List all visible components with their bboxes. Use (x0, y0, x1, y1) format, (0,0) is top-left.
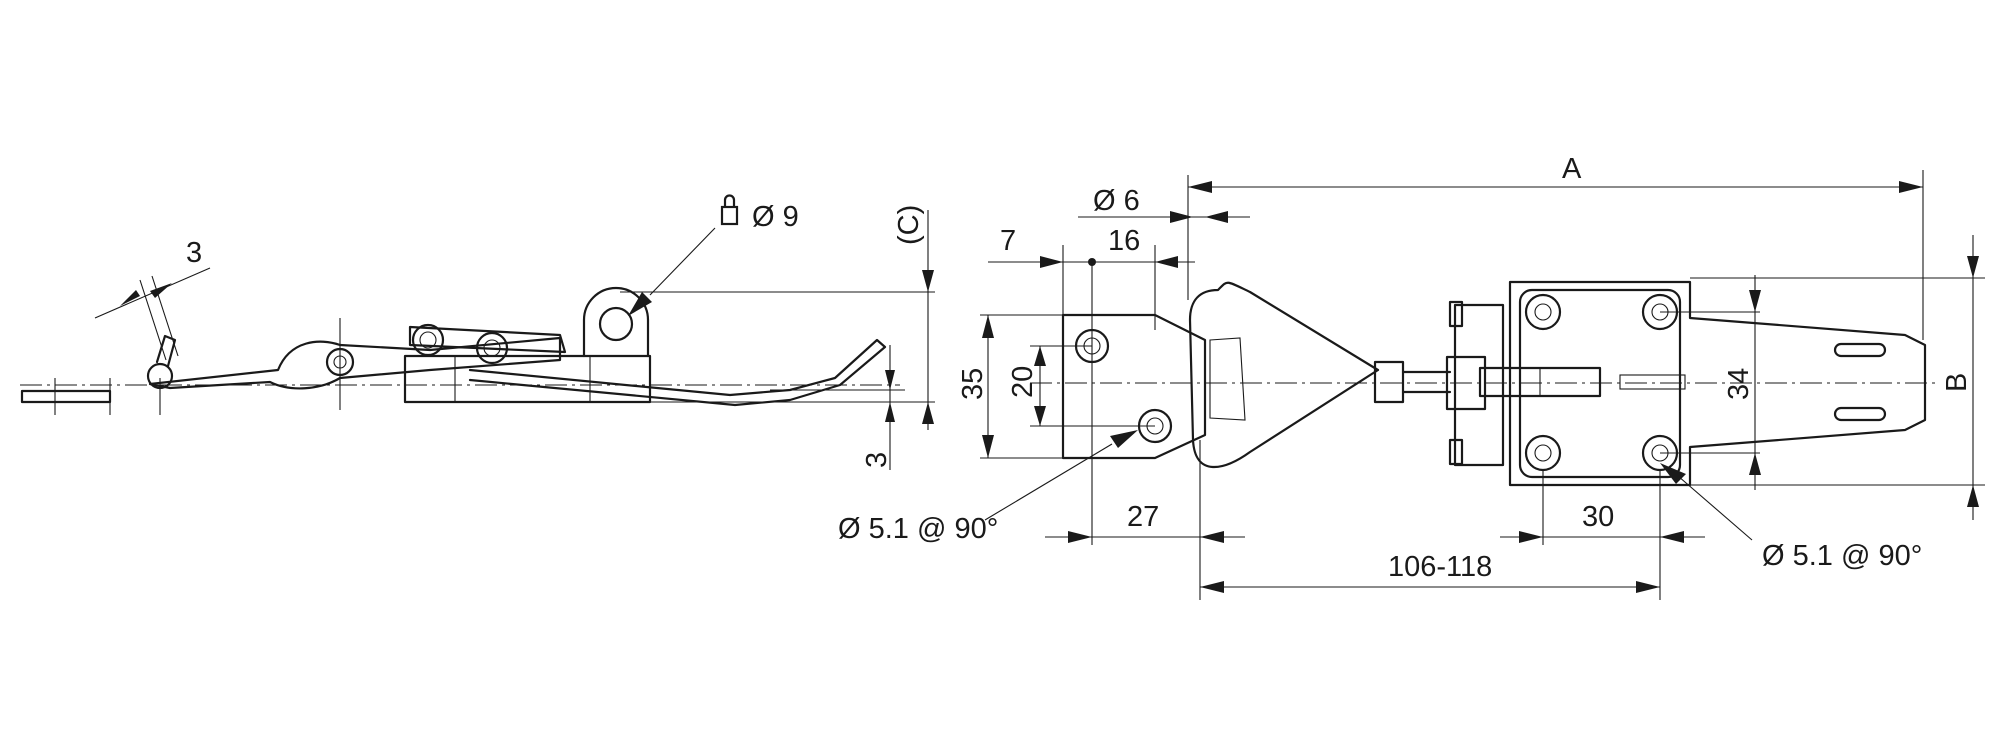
lock-lug (582, 286, 650, 358)
dim-strike-height: 35 (957, 368, 989, 400)
rod-clevis (1373, 360, 1405, 404)
latch-hole-bl (1524, 434, 1562, 472)
dim-clamp-height: (C) (893, 205, 925, 245)
slot-top (1833, 342, 1887, 358)
handle-lever (148, 336, 562, 390)
base-block (403, 354, 652, 404)
lock-hole (598, 306, 634, 342)
latch-hole-tl (1524, 293, 1562, 331)
dim-thickness-bottom: 3 (861, 452, 893, 468)
dim-strike-hole-offset: 27 (1127, 501, 1159, 533)
dim-mount-hole-left: Ø 5.1 @ 90° (838, 513, 998, 545)
dim-latch-hole-spacing: 30 (1582, 501, 1614, 533)
latch-base (1508, 280, 1927, 487)
hook-loop (1188, 281, 1380, 469)
dim-edge-offset: 7 (1000, 225, 1016, 257)
padlock-icon (720, 194, 739, 226)
slot-bottom (1833, 406, 1887, 422)
dim-hole-offset: 16 (1108, 225, 1140, 257)
top-view (1030, 280, 1935, 487)
dim-hole-spacing-v: 20 (1007, 366, 1039, 398)
dim-lock-hole: Ø 9 (752, 201, 799, 233)
dim-mount-hole-right: Ø 5.1 @ 90° (1762, 540, 1922, 572)
dim-base-width: B (1941, 373, 1973, 392)
strike-plate (1061, 313, 1207, 460)
top-view-dimensions: A Ø 6 7 16 35 20 Ø 5.1 @ 90° (838, 153, 1985, 600)
dim-overall-length: A (1562, 153, 1582, 185)
side-view-dimensions: 3 Ø 9 (C) 3 (94, 194, 934, 470)
dim-adjust-range: 106-118 (1388, 551, 1492, 583)
hinge-block (1453, 303, 1505, 467)
base-plate-left (20, 389, 112, 404)
dim-latch-hole-spacing-v: 34 (1723, 368, 1755, 400)
dim-thickness-top: 3 (186, 237, 202, 269)
dim-pin-diameter: Ø 6 (1093, 185, 1140, 217)
handle-pivot (146, 362, 174, 390)
side-view (20, 286, 935, 415)
